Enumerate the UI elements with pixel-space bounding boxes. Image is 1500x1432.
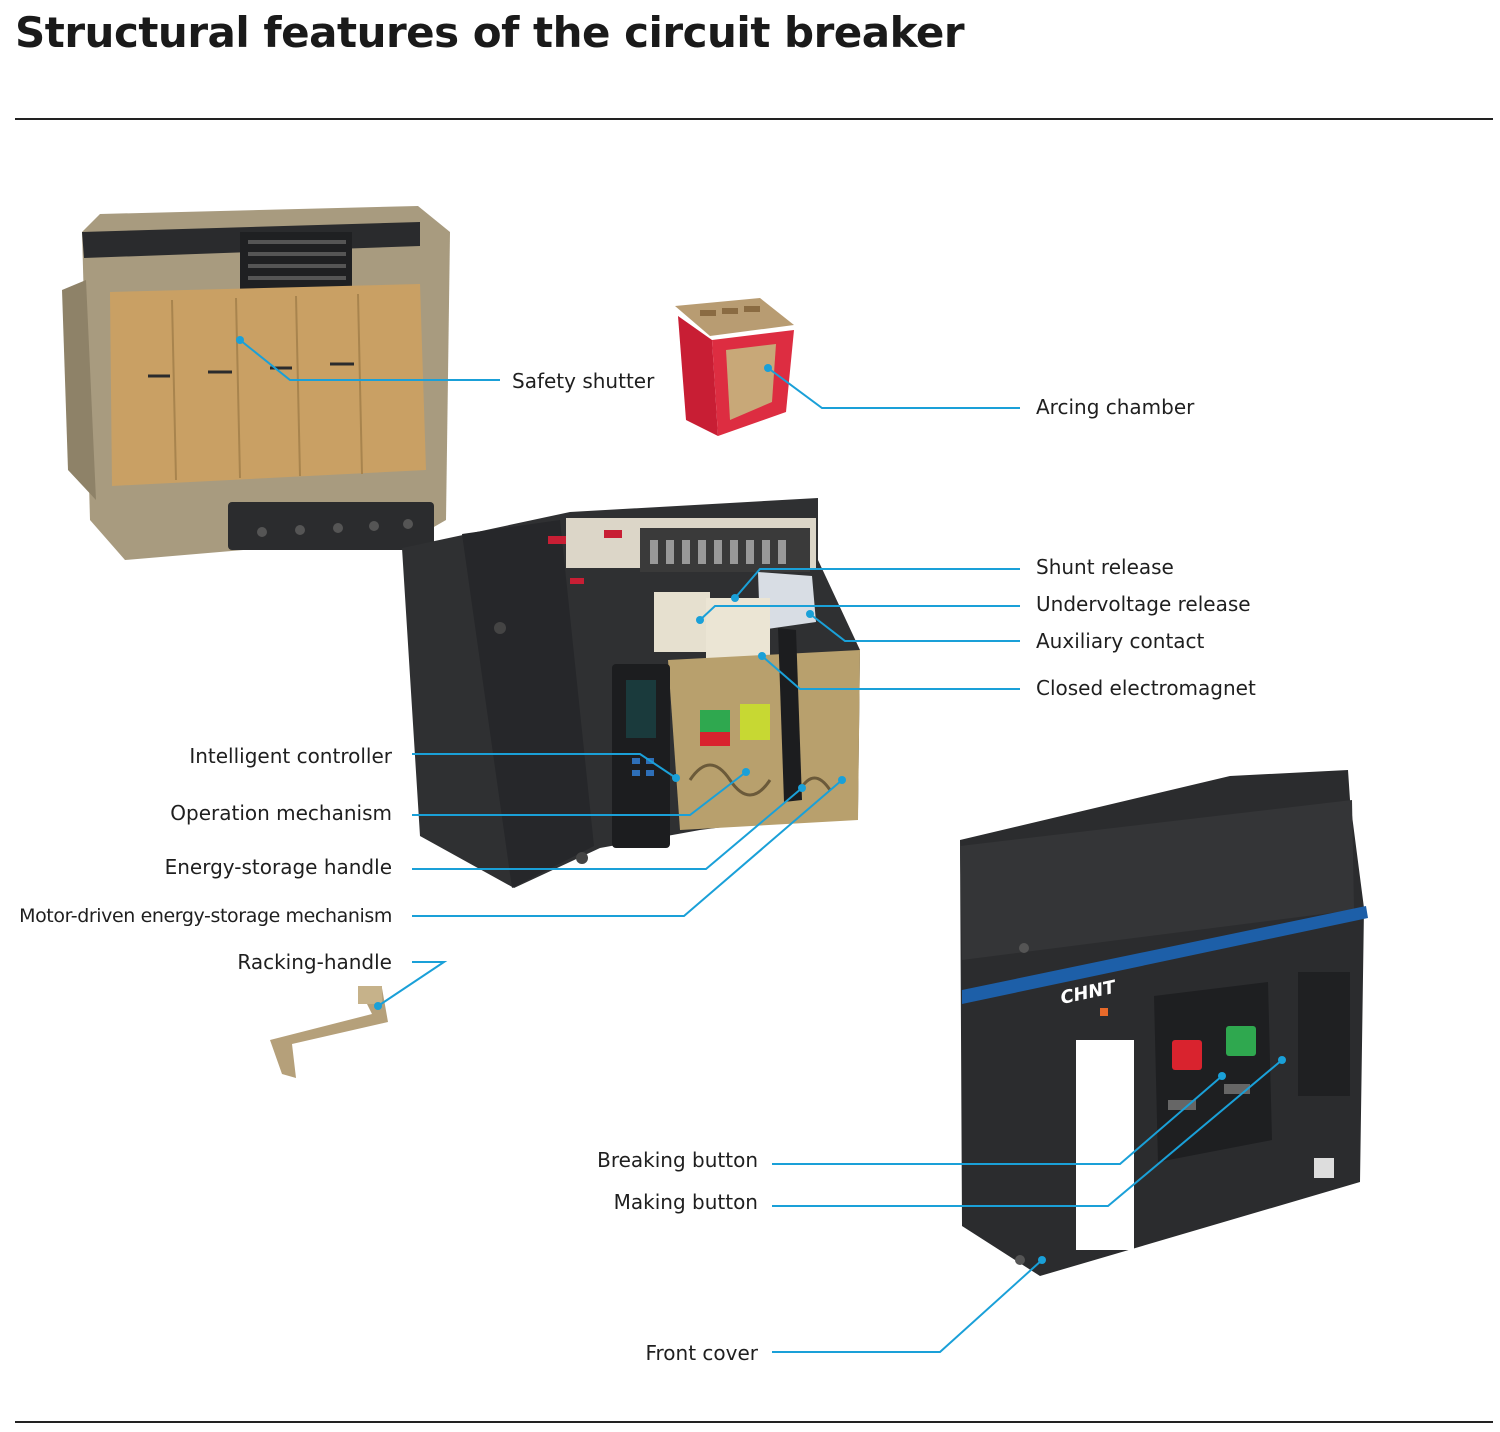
arcing-chamber-illustration [675,298,794,436]
label-energy-storage-handle: Energy-storage handle [164,855,392,879]
label-undervoltage-release: Undervoltage release [1036,592,1251,616]
label-front-cover: Front cover [645,1341,758,1365]
leader-lines [239,339,1283,1353]
bottom-rule [15,1421,1493,1423]
label-arcing-chamber: Arcing chamber [1036,395,1195,419]
label-safety-shutter: Safety shutter [512,369,655,393]
front-cover-illustration: CHNT [960,770,1368,1276]
breaker-frame-illustration [62,206,450,560]
label-racking-handle: Racking-handle [237,950,392,974]
breaker-body-illustration [402,498,860,888]
leader-dots [236,336,1286,1264]
label-motor-driven-mechanism: Motor-driven energy-storage mechanism [19,905,392,927]
page-title: Structural features of the circuit break… [15,8,965,57]
label-breaking-button: Breaking button [597,1148,758,1172]
top-rule [15,118,1493,120]
label-auxiliary-contact: Auxiliary contact [1036,629,1205,653]
label-shunt-release: Shunt release [1036,555,1174,579]
racking-handle-illustration [270,986,388,1078]
label-making-button: Making button [613,1190,758,1214]
label-operation-mechanism: Operation mechanism [170,801,392,825]
label-closed-electromagnet: Closed electromagnet [1036,676,1256,700]
label-intelligent-controller: Intelligent controller [189,744,392,768]
